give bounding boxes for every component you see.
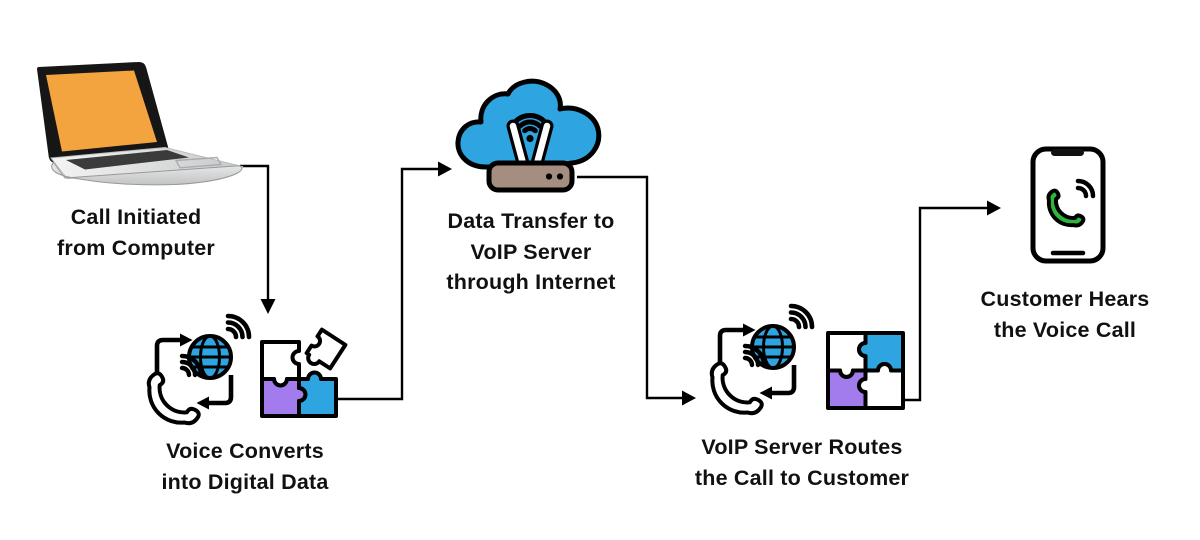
wifi-icon	[513, 113, 547, 143]
signal-waves-icon	[1075, 178, 1096, 199]
arrow-digitize-to-internet	[337, 161, 452, 401]
handset-icon	[709, 361, 764, 416]
cycle-arrow-icon	[717, 323, 756, 363]
cycle-arrow-icon	[196, 375, 234, 410]
router-icon	[486, 160, 575, 193]
phone-notch-icon	[1051, 149, 1084, 156]
smartphone-call-icon	[1030, 146, 1106, 264]
arrowhead-right-icon	[682, 390, 696, 406]
label-line: through Internet	[446, 270, 616, 294]
puzzle-complete-icon	[826, 331, 905, 410]
puzzle-pieces-icon	[260, 327, 348, 418]
label-line: Data Transfer to	[447, 209, 615, 233]
arrowhead-down-icon	[260, 299, 276, 314]
label-line: into Digital Data	[161, 469, 329, 494]
label-line: the Voice Call	[993, 317, 1137, 342]
puzzle-piece-detached	[304, 327, 348, 371]
label-line: VoIP Server	[470, 239, 592, 264]
label-data-transfer: Data Transfer to VoIP Server through Int…	[401, 206, 661, 298]
arrowhead-right-icon	[987, 200, 1001, 216]
label-line: VoIP Server Routes	[701, 435, 903, 459]
arrow-route-to-customer	[904, 200, 1001, 402]
signal-waves-icon	[225, 313, 252, 340]
signal-waves-icon	[742, 343, 767, 368]
label-customer-hears: Customer Hears the Voice Call	[935, 284, 1195, 345]
puzzle-piece-white	[857, 362, 905, 410]
voip-call-icon	[146, 313, 252, 426]
label-voice-converts: Voice Converts into Digital Data	[115, 436, 375, 497]
cycle-arrow-icon	[154, 333, 193, 373]
puzzle-piece-blue	[297, 370, 338, 418]
voip-call-icon	[709, 303, 815, 416]
laptop-icon	[37, 61, 244, 186]
cycle-arrow-icon	[759, 365, 797, 400]
handset-icon	[1046, 188, 1086, 228]
label-server-routes: VoIP Server Routes the Call to Customer	[642, 432, 962, 493]
signal-waves-icon	[179, 353, 204, 378]
arrowhead-right-icon	[438, 161, 452, 177]
cloud-router-icon	[455, 78, 602, 193]
label-line: Customer Hears	[980, 287, 1150, 311]
label-call-initiated: Call Initiated from Computer	[6, 202, 266, 263]
antenna-icon	[506, 119, 554, 174]
label-line: from Computer	[57, 235, 215, 260]
handset-icon	[146, 371, 201, 426]
arrow-computer-to-digitize	[240, 164, 276, 314]
label-line: Call Initiated	[70, 205, 202, 229]
arrow-internet-to-route	[577, 175, 696, 406]
label-line: the Call to Customer	[694, 465, 910, 490]
signal-waves-icon	[788, 303, 815, 330]
label-line: Voice Converts	[166, 439, 324, 463]
